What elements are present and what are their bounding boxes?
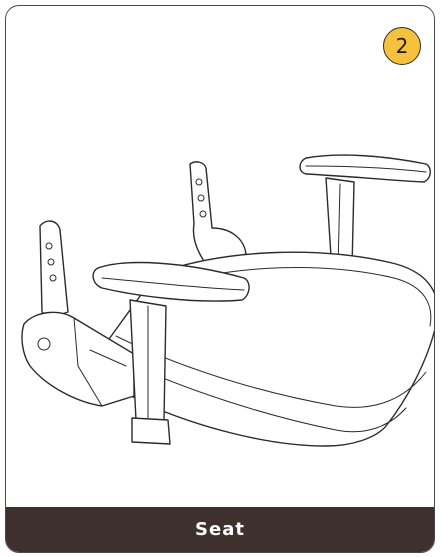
front-backrest-bracket (21, 220, 135, 407)
rear-backrest-bracket (189, 161, 247, 265)
chair-seat-illustration (21, 154, 434, 447)
step-number-badge: 2 (383, 27, 421, 65)
front-armrest (92, 261, 250, 445)
caption-title: Seat (195, 519, 245, 540)
rear-armrest (299, 154, 431, 273)
instruction-step-card: 2 Seat (5, 5, 435, 553)
step-number: 2 (395, 34, 409, 58)
caption-bar: Seat (6, 507, 434, 552)
